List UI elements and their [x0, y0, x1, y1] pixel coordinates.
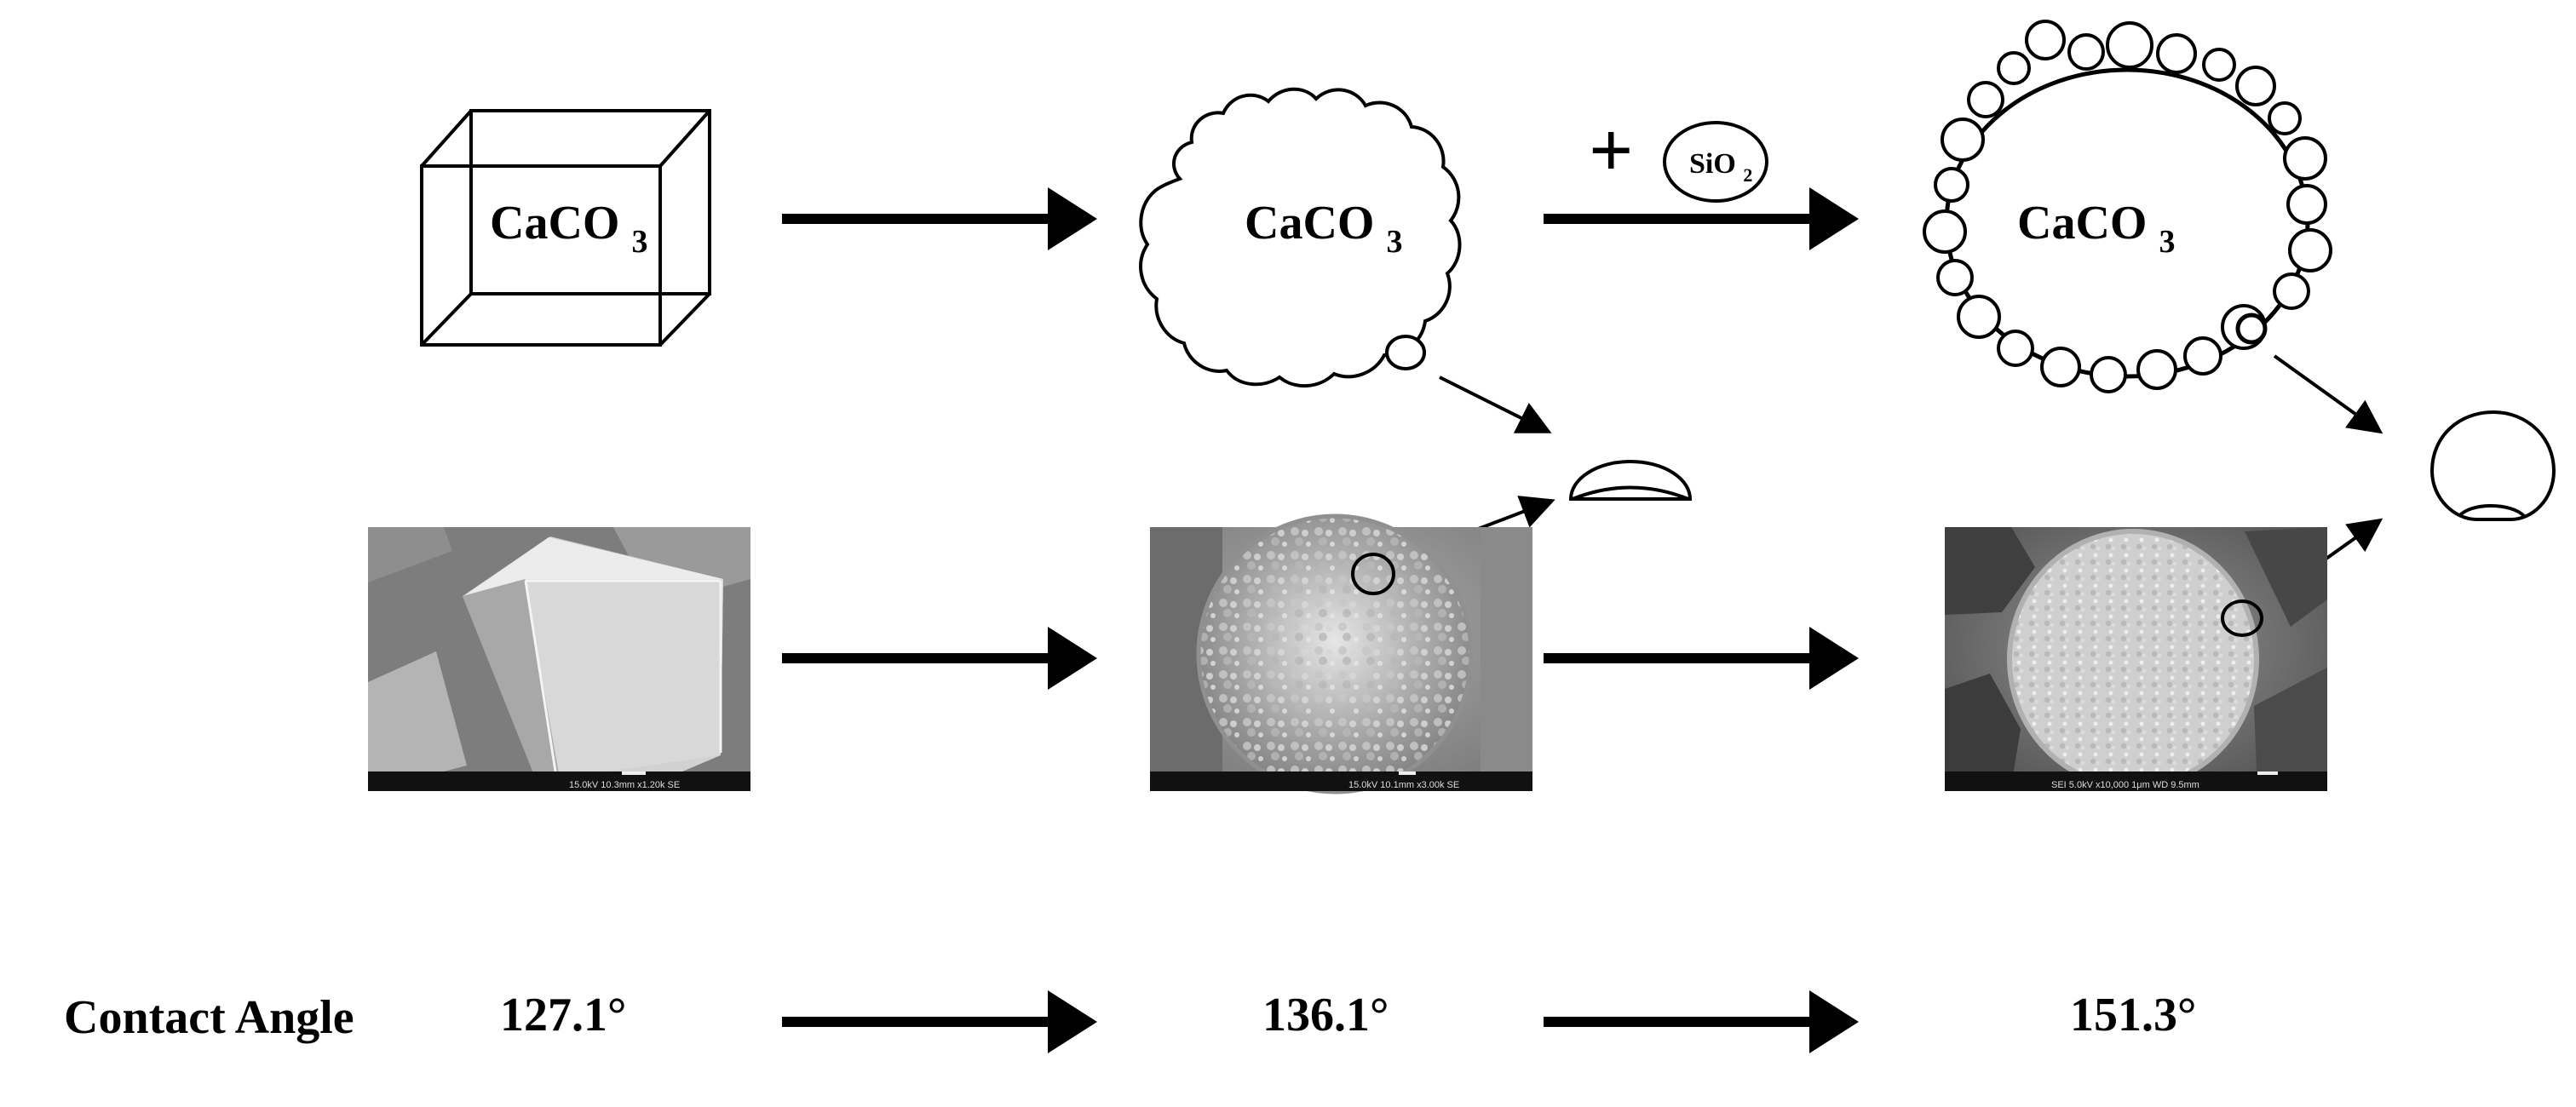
silica-formula-subscript: 2 [1743, 164, 1752, 186]
top-arrow-2 [1544, 187, 1859, 250]
bottom-arrow-1 [782, 990, 1097, 1053]
bottom-arrow-2 [1544, 990, 1859, 1053]
contact-angle-label: Contact Angle [64, 991, 354, 1044]
middle-arrow-2 [1544, 627, 1859, 690]
coated-formula-subscript: 3 [2159, 224, 2175, 260]
silica-bubble [1663, 121, 1768, 203]
sem-image-bumpy: 15.0kV 10.1mm x3.00k SE [1150, 513, 1532, 794]
sem-image-silica-coated: SEI 5.0kV x10,000 1μm WD 9.5mm [1945, 527, 2327, 791]
sem-3-footer-text: SEI 5.0kV x10,000 1μm WD 9.5mm [2051, 780, 2199, 790]
middle-arrow-1 [782, 627, 1097, 690]
bumpy-surface-bump [1385, 335, 1426, 370]
contact-angle-value-1: 127.1° [500, 989, 626, 1041]
droplet-callout-middle [1426, 376, 1693, 550]
sem-1-footer-text: 15.0kV 10.3mm x1.20k SE [569, 780, 680, 790]
silica-particles [1923, 20, 2332, 393]
contact-angle-row: Contact Angle 127.1° 136.1° 151.3° [64, 989, 2196, 1053]
silica-addition-label: + SiO 2 [1589, 106, 1768, 203]
sem-image-row: 15.0kV 10.3mm x1.20k SE 15.0kV 10.1mm x3… [368, 513, 2327, 794]
bumpy-formula-subscript: 3 [1386, 224, 1402, 260]
plus-sign: + [1589, 106, 1633, 193]
cube-calcium-carbonate-schematic: CaCO 3 [420, 109, 711, 347]
coated-formula-main: CaCO [2017, 197, 2147, 250]
schematic-row: CaCO 3 CaCO 3 + SiO 2 [420, 20, 2332, 393]
contact-angle-value-2: 136.1° [1262, 989, 1389, 1041]
contact-angle-value-3: 151.3° [2070, 989, 2196, 1041]
bumpy-formula: CaCO 3 [1245, 197, 1402, 260]
droplet-callouts [1426, 354, 2556, 594]
sem-2-footer-text: 15.0kV 10.1mm x3.00k SE [1348, 780, 1459, 790]
silica-formula-main: SiO [1689, 148, 1736, 180]
coated-formula: CaCO 3 [2017, 197, 2175, 260]
cube-formula: CaCO 3 [490, 197, 647, 260]
bumpy-formula-main: CaCO [1245, 197, 1374, 250]
top-arrow-1 [782, 187, 1097, 250]
sem-image-cube: 15.0kV 10.3mm x1.20k SE [368, 527, 750, 791]
silica-formula: SiO 2 [1689, 148, 1752, 186]
cube-formula-subscript: 3 [631, 224, 647, 260]
cube-formula-main: CaCO [490, 197, 619, 250]
silica-coated-calcium-carbonate-schematic: CaCO 3 [1923, 20, 2332, 393]
bumpy-calcium-carbonate-schematic: CaCO 3 [1139, 87, 1462, 388]
